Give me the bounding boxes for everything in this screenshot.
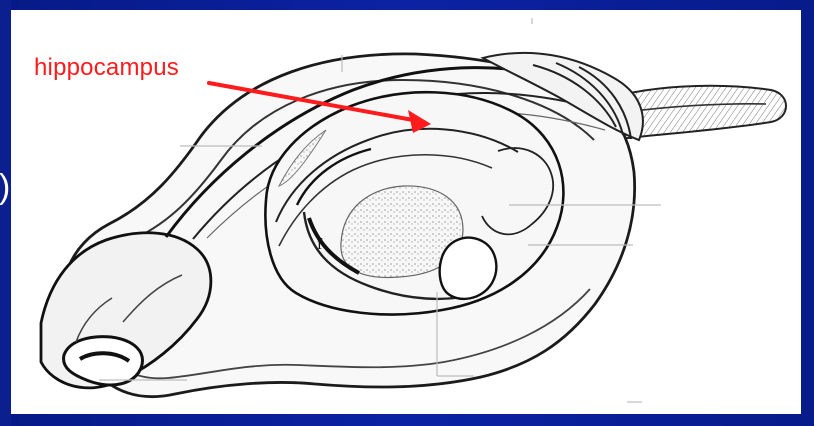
hippocampus-label: hippocampus bbox=[34, 56, 179, 80]
left-slide-edge: ) bbox=[0, 0, 11, 426]
figure-marker-f: f bbox=[317, 236, 323, 253]
cropped-text-fragment: ) bbox=[0, 170, 10, 204]
